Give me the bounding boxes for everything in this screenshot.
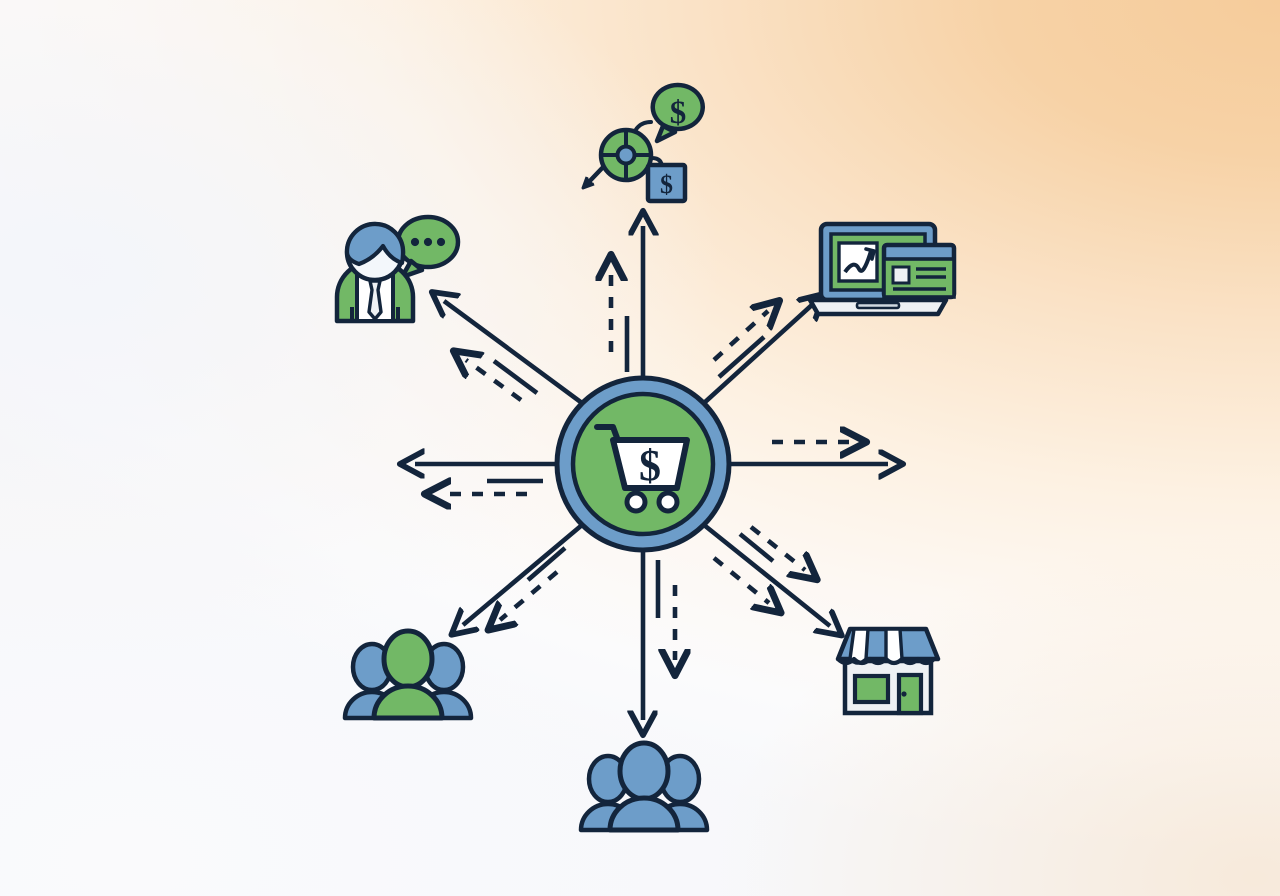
connector-right [729,442,888,464]
marketing-targeting-node[interactable]: $ $ [581,82,705,204]
connector-up-right [702,304,813,405]
money-speech-bubble-icon: $ [650,82,705,144]
shop-window-icon [852,673,891,705]
shop-awning-icon [835,626,941,666]
connector-up-left [444,301,584,405]
shop-door-icon [896,672,924,716]
analytics-thumbnail-icon [837,241,879,283]
online-store-node[interactable] [807,221,957,317]
person-center-icon [371,628,445,721]
connector-left [415,464,557,494]
shopping-cart-dollar-icon: $ [594,424,690,514]
connector-up [611,226,643,378]
hub-hit-area[interactable] [557,378,729,550]
retail-shop-hit-area[interactable] [836,626,936,718]
customer-group-blue-node[interactable] [578,740,710,833]
retail-shop-node[interactable] [835,626,941,716]
businessman-avatar-icon [334,221,416,324]
hub-dollar-symbol: $ [639,441,661,490]
customer-support-node[interactable] [334,214,461,324]
customer-group-mixed-hit-area[interactable] [344,630,474,722]
customer-support-hit-area[interactable] [333,216,461,326]
connector-down [643,550,675,720]
customer-group-mixed-node[interactable] [342,628,474,721]
browser-window-icon [881,242,957,300]
connector-down-right [702,523,830,626]
online-store-hit-area[interactable] [808,220,958,318]
person-center-icon [607,740,681,833]
ecommerce-hub[interactable]: $ [554,375,732,553]
card-dollar-symbol: $ [660,170,673,199]
money-card-icon: $ [645,162,688,204]
connector-down-left [463,523,584,625]
connector-group [415,226,888,720]
bubble-dollar-symbol: $ [670,95,687,131]
customer-group-blue-hit-area[interactable] [580,744,710,834]
target-globe-icon [598,127,654,183]
marketing-targeting-hit-area[interactable] [578,78,702,206]
